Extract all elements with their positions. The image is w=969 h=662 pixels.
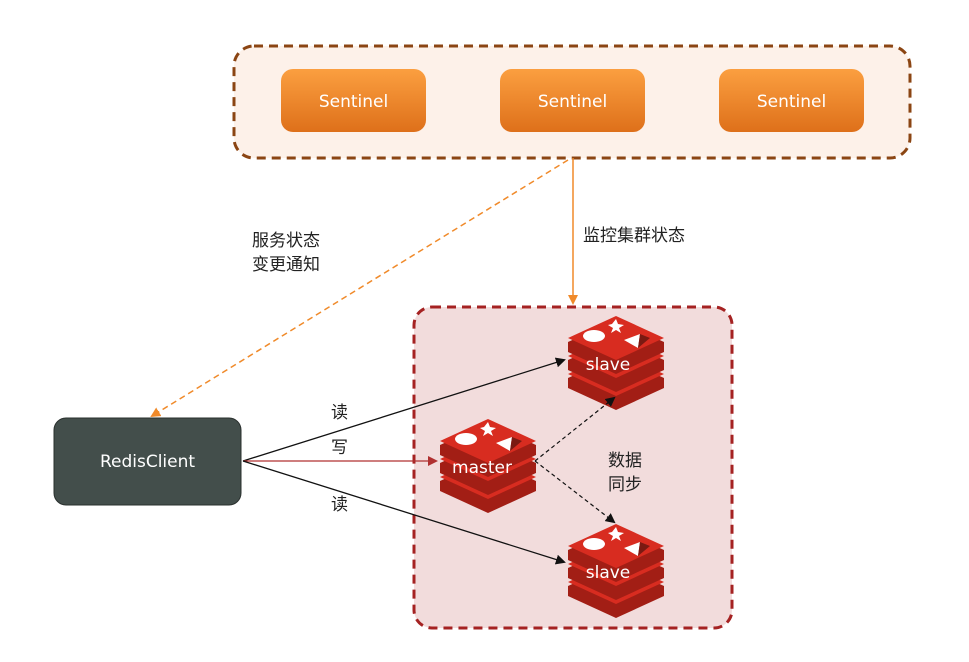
client-label: RedisClient [100, 452, 195, 472]
read-label-bottom: 读 [331, 495, 348, 515]
sentinel-label: Sentinel [757, 92, 826, 112]
sentinel-label: Sentinel [319, 92, 388, 112]
read-arrow-top [242, 357, 566, 462]
sentinel-node-2: Sentinel [500, 69, 645, 132]
sentinel-label: Sentinel [538, 92, 607, 112]
write-label: 写 [331, 438, 348, 458]
redis-client-node: RedisClient [53, 417, 242, 506]
monitor-label: 监控集群状态 [583, 226, 685, 246]
sync-arrow-bottom [534, 460, 616, 524]
master-label: master [452, 458, 512, 478]
read-label-top: 读 [331, 403, 348, 423]
slave-node-1: slave [568, 316, 664, 410]
sync-label-line2: 同步 [608, 475, 642, 495]
slave-label: slave [586, 355, 631, 375]
sentinel-node-3: Sentinel [719, 69, 864, 132]
slave-label: slave [586, 563, 631, 583]
notify-label-line2: 变更通知 [252, 255, 320, 275]
master-node: master [440, 419, 536, 513]
slave-node-2: slave [568, 524, 664, 618]
sync-label-line1: 数据 [608, 451, 642, 471]
sentinel-node-1: Sentinel [281, 69, 426, 132]
notify-label-line1: 服务状态 [252, 231, 320, 251]
notify-arrow [150, 159, 569, 418]
read-arrow-bottom [242, 460, 566, 565]
sync-arrow-top [534, 396, 616, 462]
